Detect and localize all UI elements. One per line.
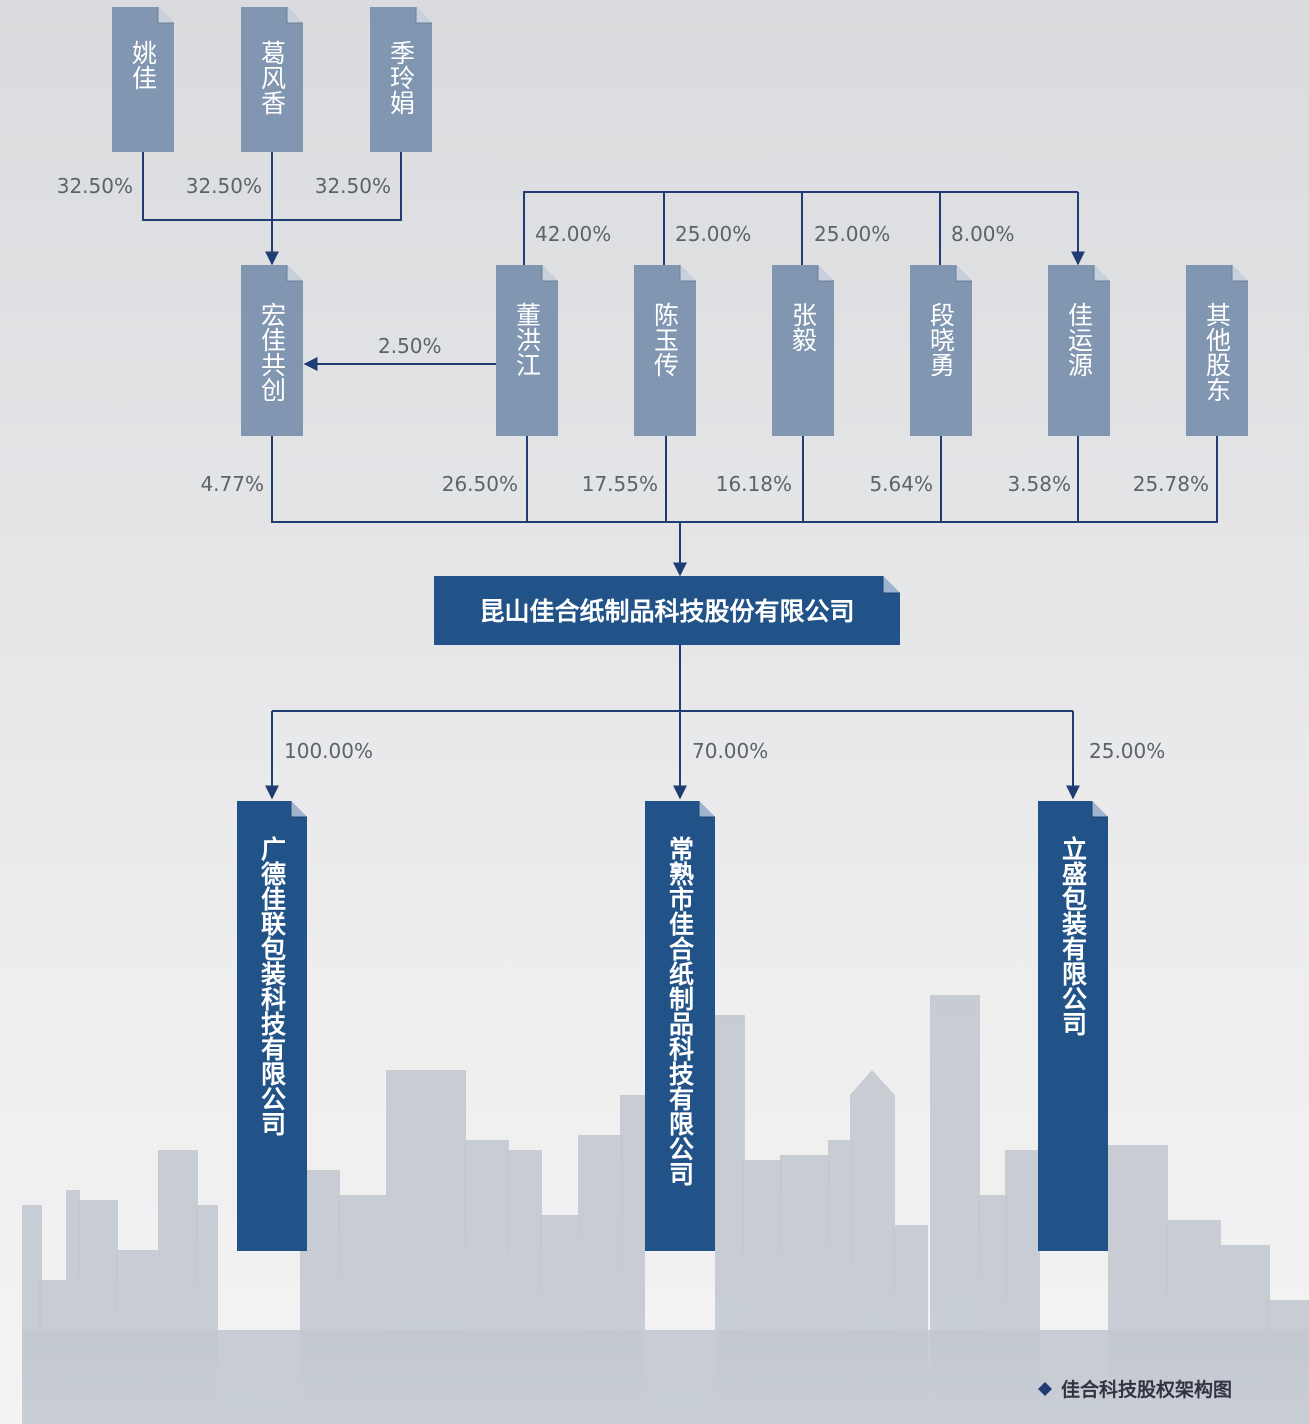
shareholder-name: 段晓勇 [927, 302, 956, 377]
percent-label: 16.18% [716, 472, 792, 496]
percent-label: 5.64% [869, 472, 933, 496]
figure-caption: 佳合科技股权架构图 [1038, 1378, 1232, 1401]
shareholder-box-jilingjuan: 季玲娟 [370, 7, 432, 152]
connector-lines [142, 152, 1218, 800]
percent-label: 17.55% [582, 472, 658, 496]
shareholder-box-donghongjiang: 董洪江 [496, 265, 558, 436]
connector-top-shareholders [142, 152, 402, 264]
shareholder-box-others: 其他股东 [1186, 265, 1248, 436]
shareholder-name: 董洪江 [513, 302, 542, 377]
top-shareholders: 姚佳 葛风香 季玲娟 32.50% 32.50% 32.50% [57, 7, 432, 198]
percent-label: 26.50% [442, 472, 518, 496]
subsidiary-box-guangde: 广德佳联包装科技有限公司 [237, 801, 307, 1251]
percent-label: 8.00% [951, 222, 1015, 246]
caption-text: 佳合科技股权架构图 [1061, 1378, 1232, 1401]
shareholder-name: 季玲娟 [387, 40, 416, 115]
shareholder-box-hongjia: 宏佳共创 [241, 265, 303, 436]
shareholder-name: 姚佳 [129, 40, 158, 90]
shareholder-name: 佳运源 [1065, 302, 1094, 377]
shareholder-box-jiayunyuan: 佳运源 [1048, 265, 1110, 436]
percent-label: 25.00% [1089, 739, 1165, 763]
shareholder-name: 葛风香 [258, 40, 287, 115]
percent-label: 2.50% [378, 334, 442, 358]
shareholder-box-gefengxiang: 葛风香 [241, 7, 303, 152]
shareholder-name: 陈玉传 [651, 302, 680, 377]
shareholder-box-zhangyi: 张毅 [772, 265, 834, 436]
percent-label: 32.50% [315, 174, 391, 198]
shareholder-box-yaojia: 姚佳 [112, 7, 174, 152]
connector-company-down [272, 645, 1073, 712]
shareholder-name: 张毅 [789, 302, 818, 352]
diamond-icon [1038, 1382, 1052, 1396]
percent-label: 32.50% [57, 174, 133, 198]
percent-label: 25.00% [675, 222, 751, 246]
percent-label: 100.00% [284, 739, 373, 763]
shareholder-name: 其他股东 [1203, 302, 1232, 402]
company-box-main: 昆山佳合纸制品科技股份有限公司 [434, 576, 900, 645]
shareholder-box-duanxiaoyong: 段晓勇 [910, 265, 972, 436]
percent-label: 4.77% [200, 472, 264, 496]
percent-label: 3.58% [1007, 472, 1071, 496]
subsidiary-name: 立盛包装有限公司 [1059, 835, 1088, 1036]
company-name: 昆山佳合纸制品科技股份有限公司 [479, 597, 854, 626]
percent-label: 25.78% [1133, 472, 1209, 496]
connector-shareholders-bus [271, 436, 1218, 523]
percent-label: 32.50% [186, 174, 262, 198]
city-skyline-background [22, 995, 1309, 1424]
percent-label: 42.00% [535, 222, 611, 246]
subsidiary-name: 广德佳联包装科技有限公司 [258, 835, 287, 1136]
percent-label: 70.00% [692, 739, 768, 763]
subsidiary-box-lisheng: 立盛包装有限公司 [1038, 801, 1108, 1251]
subsidiary-box-changshu: 常熟市佳合纸制品科技有限公司 [645, 801, 715, 1251]
shareholder-box-chenyuchuan: 陈玉传 [634, 265, 696, 436]
connector-to-jiayunyuan-bus [523, 191, 1078, 266]
percent-label: 25.00% [814, 222, 890, 246]
shareholder-name: 宏佳共创 [258, 302, 287, 402]
subsidiaries: 100.00% 70.00% 25.00% 广德佳联包装科技有限公司 常熟市佳合… [237, 739, 1165, 1251]
middle-shareholders: 宏佳共创 董洪江 陈玉传 张毅 段晓勇 佳运源 [200, 222, 1248, 496]
subsidiary-name: 常熟市佳合纸制品科技有限公司 [666, 836, 695, 1186]
